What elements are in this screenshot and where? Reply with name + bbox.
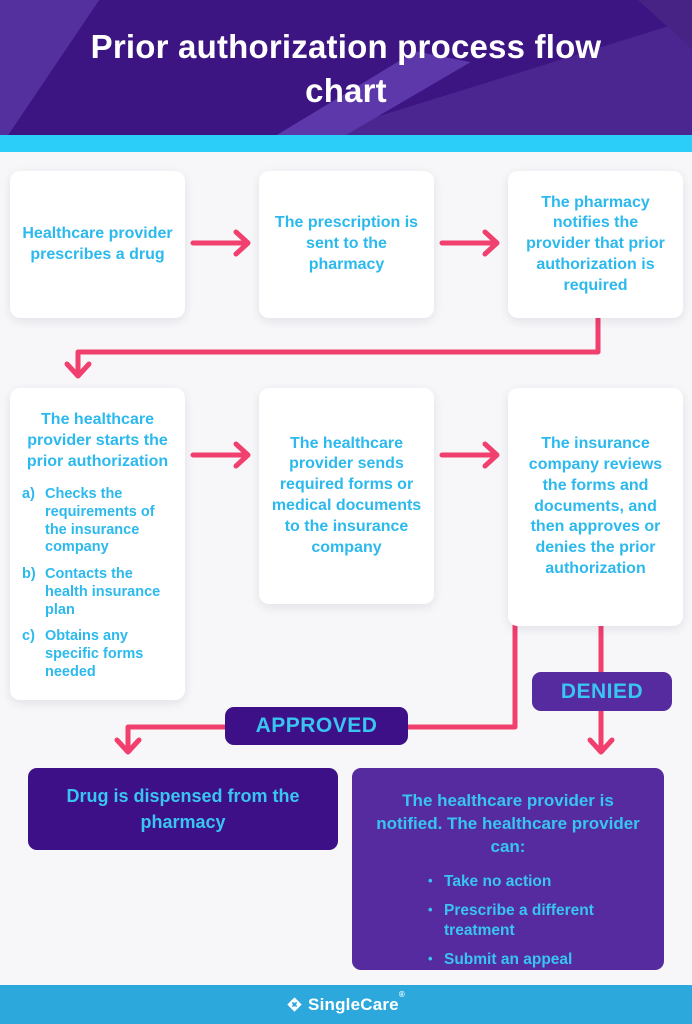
- substep-marker: b): [22, 566, 36, 583]
- header-banner: Prior authorization process flow chart: [0, 0, 692, 135]
- denied-option-item: • Prescribe a different treatment: [428, 901, 640, 940]
- flow-step-sent-to-pharmacy: The prescription is sent to the pharmacy: [259, 171, 434, 318]
- denied-option-item: • Take no action: [428, 872, 640, 891]
- arrow-step4-to-step5: [190, 441, 251, 469]
- step-text: The pharmacy notifies the provider that …: [526, 193, 665, 294]
- step-text: The insurance company reviews the forms …: [528, 435, 663, 577]
- denied-option-text: Take no action: [444, 872, 552, 890]
- page-title: Prior authorization process flow chart: [90, 28, 602, 109]
- substep-item: a) Checks the requirements of the insura…: [22, 486, 173, 557]
- substep-marker: a): [22, 486, 35, 503]
- substep-marker: c): [22, 628, 35, 645]
- denied-option-text: Submit an appeal: [444, 950, 573, 968]
- substep-text: Contacts the health insurance plan: [45, 566, 161, 618]
- denied-result-box: The healthcare provider is notified. The…: [352, 768, 664, 970]
- singlecare-logo-icon: [287, 997, 302, 1012]
- arrow-step3-to-step4: [64, 315, 601, 379]
- denied-option-text: Prescribe a different treatment: [444, 902, 594, 939]
- footer-bar: SingleCare®: [0, 985, 692, 1024]
- trademark-symbol: ®: [398, 989, 405, 999]
- arrow-step5-to-step6: [439, 441, 500, 469]
- flow-step-provider-sends-forms: The healthcare provider sends required f…: [259, 388, 434, 604]
- flow-step-provider-starts-pa: The healthcare provider starts the prior…: [10, 388, 185, 700]
- arrow-step2-to-step3: [439, 229, 500, 257]
- step-text: Healthcare provider prescribes a drug: [22, 224, 173, 263]
- substep-text: Obtains any specific forms needed: [45, 628, 144, 680]
- step-text: The healthcare provider sends required f…: [271, 434, 422, 556]
- bullet-icon: •: [428, 902, 433, 918]
- step-text: The prescription is sent to the pharmacy: [274, 214, 419, 273]
- substep-text: Checks the requirements of the insurance…: [45, 486, 155, 556]
- flow-step-pharmacy-notifies: The pharmacy notifies the provider that …: [508, 171, 683, 318]
- flow-chart: Healthcare provider prescribes a drug Th…: [0, 152, 692, 985]
- substep-item: c) Obtains any specific forms needed: [22, 628, 173, 681]
- substep-item: b) Contacts the health insurance plan: [22, 566, 173, 619]
- arrow-step1-to-step2: [190, 229, 251, 257]
- denied-options-list: • Take no action • Prescribe a different…: [428, 872, 640, 970]
- brand-name: SingleCare®: [308, 990, 405, 1015]
- brand-text: SingleCare: [308, 994, 399, 1014]
- bullet-icon: •: [428, 872, 433, 888]
- denied-option-item: • Submit an appeal: [428, 950, 640, 969]
- header-accent-stripe: [0, 135, 692, 152]
- step-heading: The healthcare provider starts the prior…: [26, 411, 169, 470]
- approved-result-box: Drug is dispensed from the pharmacy: [28, 768, 338, 850]
- approved-badge: APPROVED: [225, 707, 408, 745]
- flow-step-insurance-reviews: The insurance company reviews the forms …: [508, 388, 683, 626]
- denied-badge: DENIED: [532, 672, 672, 711]
- flow-step-prescribe: Healthcare provider prescribes a drug: [10, 171, 185, 318]
- substep-list: a) Checks the requirements of the insura…: [22, 486, 173, 690]
- approved-result-text: Drug is dispensed from the pharmacy: [66, 785, 300, 832]
- denied-result-heading: The healthcare provider is notified. The…: [376, 791, 640, 856]
- bullet-icon: •: [428, 950, 433, 966]
